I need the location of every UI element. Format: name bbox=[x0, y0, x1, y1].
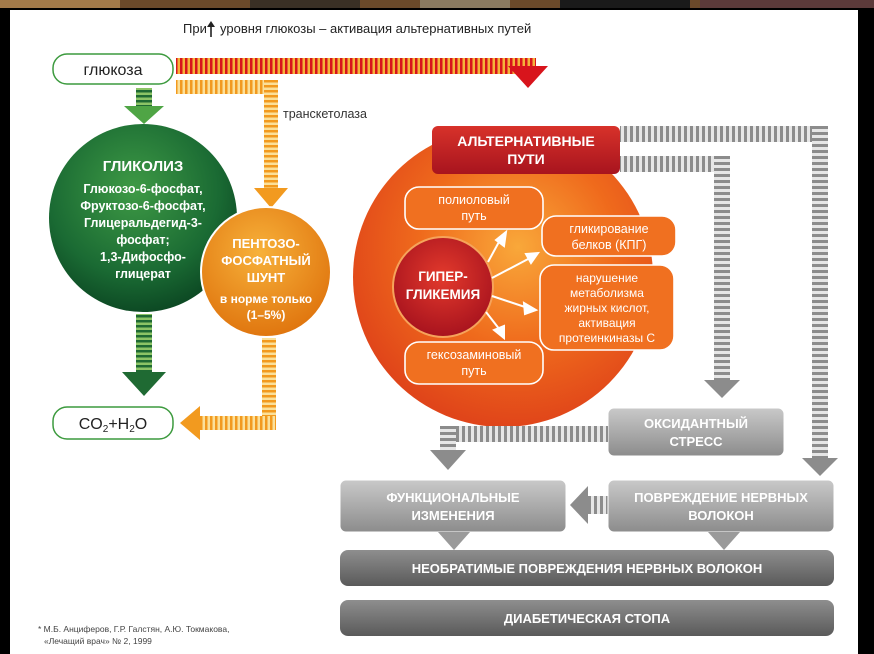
nerve-damage-box: ПОВРЕЖДЕНИЕ НЕРВНЫХ ВОЛОКОН bbox=[607, 479, 835, 533]
transketolase-label: транскетолаза bbox=[283, 107, 367, 121]
glycation-line2: белков (КПГ) bbox=[572, 238, 647, 252]
fatty-line4: активация bbox=[578, 316, 635, 330]
hexosamine-pathway-box: гексозаминовый путь bbox=[404, 341, 544, 385]
protein-glycation-box: гликирование белков (КПГ) bbox=[541, 215, 677, 257]
header-prefix: При bbox=[183, 21, 207, 36]
glycolysis-circle bbox=[49, 124, 237, 312]
alternative-paths-box: АЛЬТЕРНАТИВНЫЕ ПУТИ bbox=[432, 126, 620, 174]
fatty-line2: метаболизма bbox=[570, 286, 644, 300]
hexosamine-line2: путь bbox=[461, 364, 486, 378]
fatty-line5: протеинкиназы С bbox=[559, 331, 656, 345]
co2-h2o-box: CO2+H2O bbox=[52, 406, 174, 440]
damage-down-arrow bbox=[708, 532, 740, 550]
pentose-line2: ФОСФАТНЫЙ bbox=[221, 253, 311, 268]
glycolysis-line6: глицерат bbox=[115, 267, 171, 281]
hyperglycemia-arrows bbox=[485, 229, 541, 341]
diabetic-foot-label: ДИАБЕТИЧЕСКАЯ СТОПА bbox=[504, 611, 671, 626]
glycolysis-title: ГЛИКОЛИЗ bbox=[103, 158, 184, 175]
pentose-note-line2: (1–5%) bbox=[247, 308, 286, 322]
glucose-to-glycolysis-arrow bbox=[124, 88, 164, 124]
glycolysis-line4: фосфат; bbox=[116, 233, 169, 247]
glycolysis-line3: Глицеральдегид-3- bbox=[84, 216, 202, 230]
polyol-pathway-box: полиоловый путь bbox=[404, 186, 544, 230]
oxidative-stress-box: ОКСИДАНТНЫЙ СТРЕСС bbox=[607, 407, 785, 457]
functional-changes-box: ФУНКЦИОНАЛЬНЫЕ ИЗМЕНЕНИЯ bbox=[339, 479, 567, 533]
pentose-to-co2-arrow bbox=[180, 338, 276, 440]
alt-paths-line1: АЛЬТЕРНАТИВНЫЕ bbox=[457, 133, 594, 149]
pentose-line1: ПЕНТОЗО- bbox=[232, 236, 300, 251]
oxidant-line1: ОКСИДАНТНЫЙ bbox=[644, 416, 748, 431]
glucose-label: глюкоза bbox=[84, 62, 143, 79]
polyol-line2: путь bbox=[461, 209, 486, 223]
hyperglycemia-circle bbox=[392, 236, 494, 338]
oxidant-line2: СТРЕСС bbox=[669, 434, 723, 449]
pentose-text: ПЕНТОЗО- ФОСФАТНЫЙ ШУНТ в норме только (1–5%… bbox=[220, 236, 312, 322]
damage-to-functional-arrow bbox=[570, 486, 608, 524]
glycolysis-line2: Фруктозо-6-фосфат, bbox=[80, 199, 205, 213]
glycolysis-line5: 1,3-Дифосфо- bbox=[100, 250, 186, 264]
polyol-line1: полиоловый bbox=[438, 193, 509, 207]
damage-line2: ВОЛОКОН bbox=[688, 508, 754, 523]
damage-line1: ПОВРЕЖДЕНИЕ НЕРВНЫХ bbox=[634, 490, 808, 505]
pentose-note-line1: в норме только bbox=[220, 292, 312, 306]
glycolysis-text: Глюкозо-6-фосфат, Фруктозо-6-фосфат, Глице… bbox=[80, 182, 205, 281]
pentose-circle bbox=[200, 206, 332, 338]
hyperglycemia-line1: ГИПЕР- bbox=[418, 269, 468, 284]
functional-down-arrow bbox=[438, 532, 470, 550]
hyperglycemia-line2: ГЛИКЕМИЯ bbox=[406, 287, 480, 302]
co2-h2o-label: CO2+H2O bbox=[79, 416, 147, 435]
hexosamine-line1: гексозаминовый bbox=[427, 348, 522, 362]
functional-line2: ИЗМЕНЕНИЯ bbox=[411, 508, 494, 523]
fatty-line1: нарушение bbox=[576, 271, 638, 285]
citation-line2: «Лечащий врач» № 2, 1999 bbox=[44, 636, 152, 646]
glycolysis-to-co2-arrow bbox=[122, 314, 166, 396]
transketolase-arrow bbox=[176, 80, 288, 208]
red-activation-arrow bbox=[176, 58, 548, 88]
irreversible-damage-bar: НЕОБРАТИМЫЕ ПОВРЕЖДЕНИЯ НЕРВНЫХ ВОЛОКОН bbox=[340, 550, 834, 586]
citation-line1: * М.Б. Анциферов, Г.Р. Галстян, А.Ю. Ток… bbox=[38, 624, 229, 634]
fatty-line3: жирных кислот, bbox=[565, 301, 650, 315]
oxidant-to-functional-arrow bbox=[430, 426, 608, 470]
diabetic-foot-bar: ДИАБЕТИЧЕСКАЯ СТОПА bbox=[340, 600, 834, 636]
glucose-box: глюкоза bbox=[52, 53, 174, 85]
up-arrow-icon bbox=[207, 21, 215, 37]
top-photo-strip bbox=[0, 0, 874, 8]
header-text: уровня глюкозы – активация альтернативны… bbox=[220, 21, 531, 36]
pentose-line3: ШУНТ bbox=[247, 270, 286, 285]
gray-paths-to-damage bbox=[620, 126, 838, 476]
glycolysis-line1: Глюкозо-6-фосфат, bbox=[83, 182, 202, 196]
alt-paths-line2: ПУТИ bbox=[507, 151, 544, 167]
functional-line1: ФУНКЦИОНАЛЬНЫЕ bbox=[386, 490, 519, 505]
irreversible-label: НЕОБРАТИМЫЕ ПОВРЕЖДЕНИЯ НЕРВНЫХ ВОЛОКОН bbox=[412, 561, 763, 576]
glycation-line1: гликирование bbox=[569, 222, 648, 236]
